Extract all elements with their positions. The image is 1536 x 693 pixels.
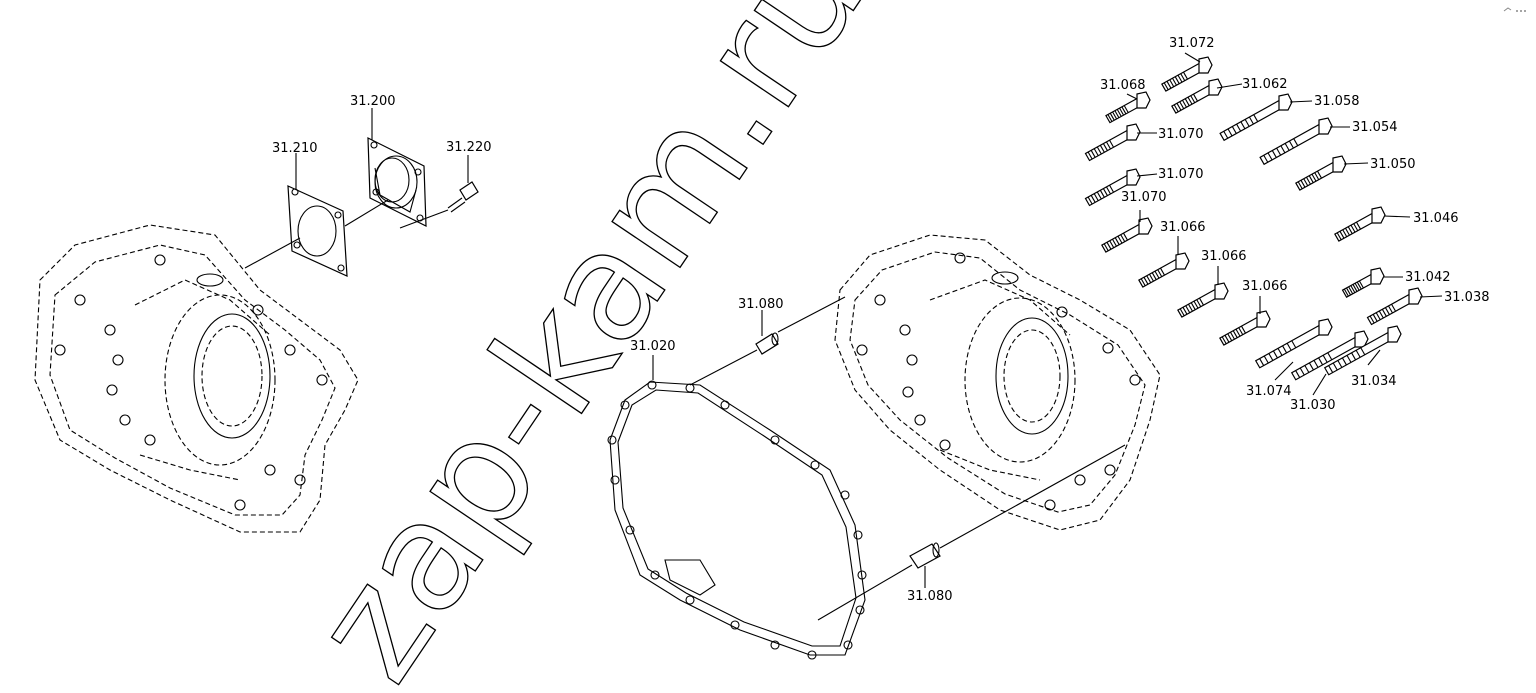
leader-line	[344, 199, 389, 227]
bolt-31030[interactable]	[1290, 330, 1369, 381]
housing-gasket[interactable]	[607, 380, 867, 660]
corner-mark	[1503, 7, 1526, 12]
leader-line	[939, 444, 1126, 549]
bearing-cover[interactable]	[367, 137, 427, 227]
callout-31062[interactable]: 31.062	[1242, 77, 1288, 92]
leader-line	[1274, 361, 1294, 381]
leader-line	[689, 349, 758, 386]
bolt-31072[interactable]	[1161, 56, 1213, 92]
leader-line	[1419, 295, 1443, 298]
dowel-pin-lower[interactable]	[909, 542, 941, 569]
callout-31042[interactable]: 31.042	[1405, 270, 1451, 285]
leader-line	[1184, 52, 1201, 63]
callout-31050[interactable]: 31.050	[1370, 157, 1416, 172]
bolt-31046[interactable]	[1334, 206, 1386, 242]
dowel-pin-upper[interactable]	[755, 332, 779, 355]
bolt-31074[interactable]	[1254, 318, 1333, 369]
bolt-31066a[interactable]	[1138, 252, 1190, 288]
callout-31220[interactable]: 31.220	[446, 140, 492, 155]
leader-line	[817, 564, 913, 621]
bolt-31070a[interactable]	[1084, 123, 1141, 162]
bolt-31066b[interactable]	[1177, 282, 1229, 318]
leader-line	[1343, 162, 1369, 165]
bolt-31062[interactable]	[1171, 78, 1223, 114]
callout-31038[interactable]: 31.038	[1444, 290, 1490, 305]
leader-line	[777, 296, 846, 333]
callout-31058[interactable]: 31.058	[1314, 94, 1360, 109]
leader-line	[1216, 83, 1243, 89]
bolt-31066c[interactable]	[1219, 310, 1271, 346]
callout-31070-b[interactable]: 31.070	[1158, 167, 1204, 182]
leader-line	[244, 237, 301, 269]
callout-31066-c[interactable]: 31.066	[1242, 279, 1288, 294]
left-housing[interactable]	[34, 224, 359, 533]
callout-31074[interactable]: 31.074	[1246, 384, 1292, 399]
leader-line	[1126, 93, 1138, 100]
bolt-31038[interactable]	[1366, 287, 1423, 326]
bolt-31058[interactable]	[1219, 93, 1293, 142]
bolt-31042[interactable]	[1341, 267, 1385, 298]
callout-31080-upper[interactable]: 31.080	[738, 297, 784, 312]
callout-31030[interactable]: 31.030	[1290, 398, 1336, 413]
callout-31066-a[interactable]: 31.066	[1160, 220, 1206, 235]
callout-31020[interactable]: 31.020	[630, 339, 676, 354]
callout-31070-a[interactable]: 31.070	[1158, 127, 1204, 142]
leader-line	[1289, 100, 1313, 103]
right-housing[interactable]	[834, 234, 1161, 531]
bolt-31050[interactable]	[1295, 155, 1347, 191]
callout-31046[interactable]: 31.046	[1413, 211, 1459, 226]
bolt-31054[interactable]	[1259, 117, 1333, 166]
callout-31054[interactable]: 31.054	[1352, 120, 1398, 135]
callout-31070-c[interactable]: 31.070	[1121, 190, 1167, 205]
bolt-set	[1084, 52, 1443, 396]
bolt-31034[interactable]	[1323, 325, 1402, 376]
callout-31066-b[interactable]: 31.066	[1201, 249, 1247, 264]
cover-gasket[interactable]	[287, 185, 348, 277]
callout-31034[interactable]: 31.034	[1351, 374, 1397, 389]
bolt-31070b[interactable]	[1084, 168, 1141, 207]
callout-31068[interactable]: 31.068	[1100, 78, 1146, 93]
bolt[interactable]	[447, 181, 479, 213]
bolt-31070c[interactable]	[1101, 217, 1153, 253]
leader-line	[1367, 349, 1381, 366]
callout-31210[interactable]: 31.210	[272, 141, 318, 156]
callout-31200[interactable]: 31.200	[350, 94, 396, 109]
leader-line	[1312, 373, 1327, 396]
callout-31080-lower[interactable]: 31.080	[907, 589, 953, 604]
leader-line	[1136, 173, 1158, 177]
leader-line	[399, 209, 449, 229]
leader-line	[1383, 215, 1411, 218]
bolt-31068[interactable]	[1105, 91, 1151, 124]
callout-31072[interactable]: 31.072	[1169, 36, 1215, 51]
